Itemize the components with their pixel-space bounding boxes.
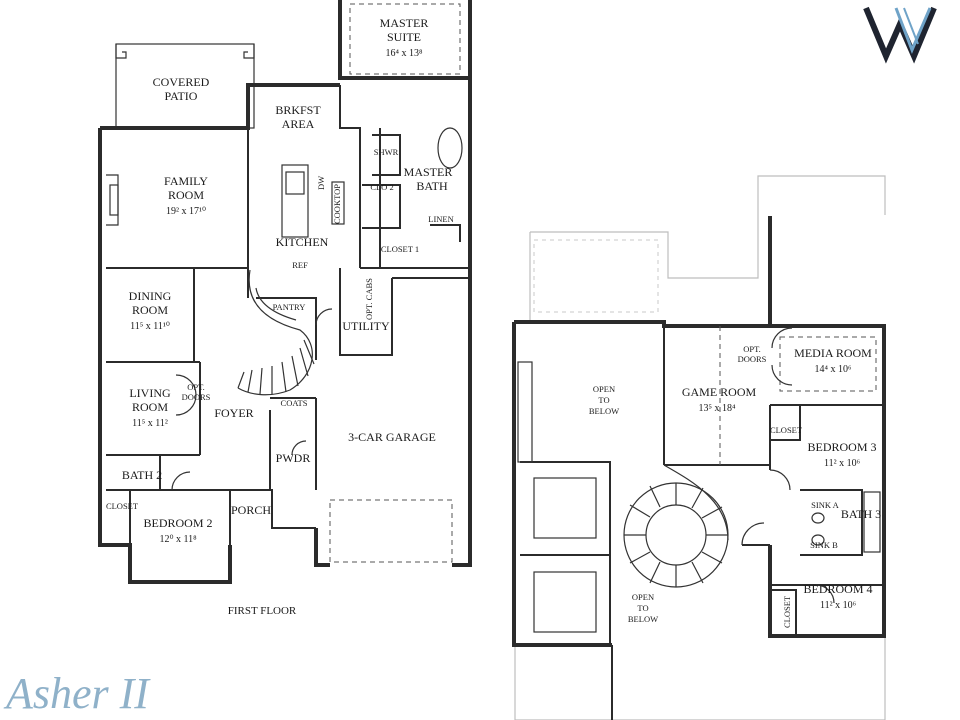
bedroom2-dimension: 12⁰ x 11⁸ (159, 534, 197, 545)
media-room-dimension: 14⁴ x 10⁶ (815, 364, 852, 375)
porch-label: PORCH (231, 503, 271, 517)
opt-doors-label: OPT. (187, 382, 205, 392)
bath3-label: BATH 3 (841, 507, 881, 521)
brkfst-area-label: BRKFST (275, 103, 321, 117)
dining-room-label: DINING (129, 289, 172, 303)
family-room-label-line2: ROOM (168, 188, 204, 202)
master-suite-label-line2: SUITE (387, 30, 421, 44)
dining-room-label-line2: ROOM (132, 303, 168, 317)
opt-doors-label-line2: DOORS (182, 392, 211, 402)
game-room-label: GAME ROOM (682, 385, 757, 399)
first-floor-plan: COVERED PATIO MASTER SUITE 16⁴ x 13⁸ BRK… (98, 0, 472, 617)
living-room-dimension: 11⁵ x 11² (132, 418, 168, 429)
family-room-dimension: 19² x 17¹⁰ (166, 206, 206, 217)
bedroom4-label: BEDROOM 4 (803, 582, 872, 596)
sink-b-label: SINK B (810, 540, 838, 550)
bedroom3-dimension: 11² x 10⁶ (824, 458, 861, 469)
opt-cabs-label: OPT. CABS (364, 278, 374, 320)
open-below-1-label: OPEN (593, 384, 615, 394)
living-room-label: LIVING (129, 386, 171, 400)
closet-a-label: CLOSET (770, 425, 803, 435)
linen-label: LINEN (428, 214, 454, 224)
open-below-1-label-line3: BELOW (589, 406, 619, 416)
second-floor-plan: OPEN TO BELOW OPEN TO BELOW GAME ROOM 13… (512, 175, 886, 720)
master-bath-label: MASTER (404, 165, 453, 179)
pantry-label: PANTRY (273, 302, 306, 312)
game-room-dimension: 13⁵ x 18⁴ (699, 403, 736, 414)
bedroom3-label: BEDROOM 3 (807, 440, 876, 454)
foyer-label: FOYER (214, 406, 253, 420)
opt-doors-2-label: OPT. (743, 344, 761, 354)
coats-label: COATS (281, 398, 308, 408)
bedroom4-dimension: 11² x 10⁶ (820, 600, 857, 611)
living-room-label-line2: ROOM (132, 400, 168, 414)
cooktop-label: COOKTOP (332, 184, 342, 224)
family-room-label: FAMILY (164, 174, 208, 188)
covered-patio-label-line2: PATIO (165, 89, 198, 103)
open-below-2-label: OPEN (632, 592, 654, 602)
shwr-label: SHWR (374, 147, 399, 157)
bath2-label: BATH 2 (122, 468, 162, 482)
ref-label: REF (292, 260, 308, 270)
utility-label: UTILITY (342, 319, 390, 333)
plan-title: Asher II (3, 669, 151, 718)
pwdr-label: PWDR (276, 451, 311, 465)
brand-logo (863, 6, 937, 64)
kitchen-label: KITCHEN (276, 235, 329, 249)
closet1-label: CLOSET 1 (381, 244, 419, 254)
dining-room-dimension: 11⁵ x 11¹⁰ (130, 321, 170, 332)
bedroom2-label: BEDROOM 2 (143, 516, 212, 530)
master-suite-label: MASTER (380, 16, 429, 30)
opt-doors-2-label-line2: DOORS (738, 354, 767, 364)
closet-label: CLOSET (106, 501, 139, 511)
open-below-2-label-line2: TO (637, 603, 648, 613)
dw-label: DW (316, 176, 326, 190)
clo2-label: CLO 2 (370, 182, 393, 192)
closet-b-label: CLOSET (782, 595, 792, 628)
open-below-2-label-line3: BELOW (628, 614, 658, 624)
first-floor-label: FIRST FLOOR (228, 605, 297, 617)
master-bath-label-line2: BATH (416, 179, 448, 193)
open-below-1-label-line2: TO (598, 395, 609, 405)
sink-a-label: SINK A (811, 500, 839, 510)
covered-patio-label: COVERED (153, 75, 210, 89)
garage-label: 3-CAR GARAGE (348, 430, 436, 444)
media-room-label: MEDIA ROOM (794, 346, 872, 360)
brkfst-area-label-line2: AREA (282, 117, 315, 131)
master-suite-dimension: 16⁴ x 13⁸ (386, 48, 423, 59)
